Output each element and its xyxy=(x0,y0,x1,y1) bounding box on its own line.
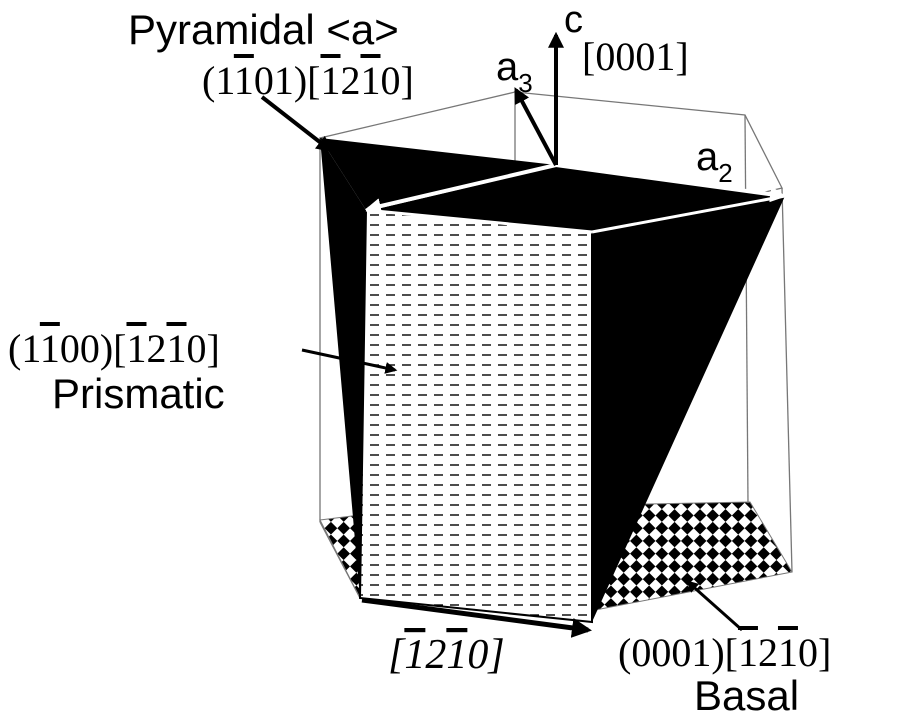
c-axis-label: c xyxy=(564,0,583,41)
a2-axis-label: a2 xyxy=(696,135,733,188)
a2-axis-arrow xyxy=(555,163,787,203)
pyramidal-title: Pyramidal <a> xyxy=(128,6,399,53)
pyramidal-leader-arrow xyxy=(260,95,333,152)
a3-axis-label: a3 xyxy=(496,45,533,98)
svg-text:(1101)[1210]: (1101)[1210] xyxy=(202,58,414,103)
prismatic-title: Prismatic xyxy=(52,370,225,417)
basal-leader-arrow xyxy=(686,580,743,632)
prismatic-leader-arrow xyxy=(301,348,398,374)
basal-title: Basal xyxy=(694,672,799,719)
svg-text:(0001)[1210]: (0001)[1210] xyxy=(618,630,831,675)
slip-direction-arrow xyxy=(361,597,592,638)
a3-axis-arrow xyxy=(514,87,558,166)
a1-axis-label: a1 xyxy=(360,147,397,200)
c-axis-direction-label: [0001] xyxy=(582,34,689,79)
prismatic-plane xyxy=(358,208,593,624)
prismatic-system-label: (1100)[1210] xyxy=(8,326,220,371)
bottom-slip-direction-label: [1210] xyxy=(388,632,505,678)
svg-text:(1100)[1210]: (1100)[1210] xyxy=(8,326,220,371)
basal-system-label: (0001)[1210] xyxy=(618,630,831,675)
svg-text:[1210]: [1210] xyxy=(388,632,505,678)
a1-axis-arrow xyxy=(364,163,557,214)
pyramidal-system-label: (1101)[1210] xyxy=(202,58,414,103)
